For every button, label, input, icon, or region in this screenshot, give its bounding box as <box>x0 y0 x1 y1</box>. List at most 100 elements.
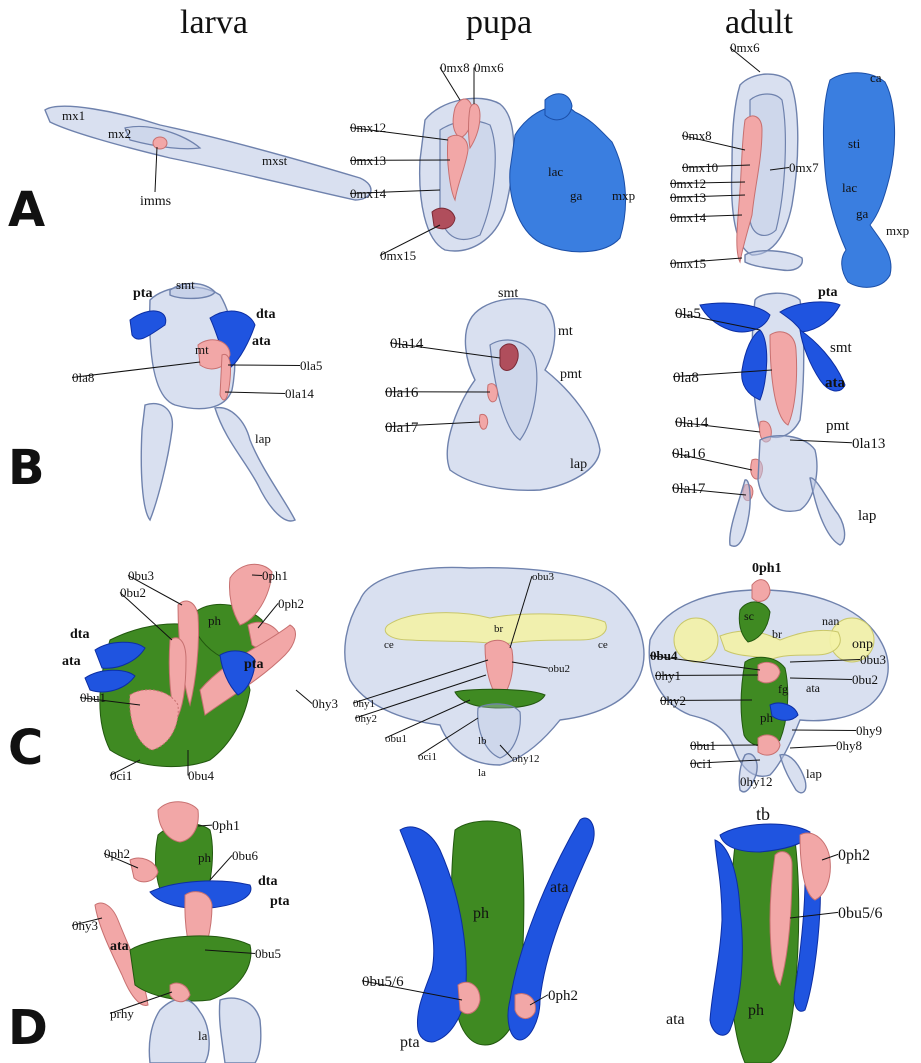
label-a-pupa-1: 0mx6 <box>474 60 504 75</box>
label-d-larva-3: 0bu6 <box>232 848 259 863</box>
label-b-adult-3: 0la8 <box>673 370 699 386</box>
label-d-adult-0: tb <box>756 804 770 824</box>
label-b-larva-8: lap <box>255 431 271 446</box>
label-d-pupa-4: pta <box>400 1034 420 1051</box>
label-c-adult-12: ph <box>760 710 774 725</box>
label-b-larva-7: 0la14 <box>285 386 314 401</box>
label-b-pupa-4: 0la16 <box>385 385 419 401</box>
label-b-larva-5: 0la8 <box>72 370 94 385</box>
label-d-pupa-0: ph <box>473 905 489 922</box>
label-c-larva-9: 0hy3 <box>312 696 338 711</box>
label-b-pupa-5: 0la17 <box>385 420 419 436</box>
label-a-adult-10: ga <box>856 206 869 221</box>
label-a-adult-12: 0mx15 <box>670 256 706 271</box>
label-b-larva-3: ata <box>252 334 271 349</box>
adult-ata-left <box>742 330 767 400</box>
adult-lap-right <box>810 478 845 545</box>
label-c-adult-1: sc <box>744 609 754 623</box>
leader-line <box>296 690 312 703</box>
larva-0ph2-d-muscle <box>130 858 158 882</box>
label-b-pupa-1: mt <box>558 324 573 339</box>
larva-imms-muscle <box>153 137 167 149</box>
adult-0ph1-muscle <box>752 580 770 602</box>
label-c-adult-0: 0ph1 <box>752 561 782 576</box>
label-a-adult-0: 0mx6 <box>730 40 760 55</box>
label-a-adult-9: lac <box>842 180 857 195</box>
label-d-larva-5: pta <box>270 894 289 909</box>
label-c-pupa-3: ce <box>598 639 608 651</box>
label-d-larva-0: 0ph1 <box>212 819 240 834</box>
label-c-adult-7: 0hy1 <box>655 668 681 683</box>
label-a-larva-3: imms <box>140 194 171 209</box>
label-d-larva-1: 0ph2 <box>104 846 130 861</box>
label-c-pupa-6: 0hy2 <box>355 713 377 725</box>
label-a-pupa-6: lac <box>548 164 563 179</box>
label-a-pupa-0: 0mx8 <box>440 60 470 75</box>
label-b-adult-9: 0la17 <box>672 481 706 497</box>
label-a-pupa-3: 0mx13 <box>350 153 386 168</box>
label-b-larva-4: mt <box>195 342 209 357</box>
label-d-adult-1: 0ph2 <box>838 847 870 864</box>
label-c-larva-0: 0ph1 <box>262 568 288 583</box>
label-c-larva-1: 0bu3 <box>128 568 154 583</box>
label-d-larva-10: la <box>198 1028 208 1043</box>
label-c-adult-11: 0hy2 <box>660 693 686 708</box>
label-d-adult-4: ph <box>748 1002 764 1019</box>
label-a-larva-0: mx1 <box>62 108 85 123</box>
label-d-larva-9: prhy <box>110 1006 134 1021</box>
label-d-adult-3: ata <box>666 1011 685 1028</box>
label-c-pupa-1: br <box>494 623 504 635</box>
label-c-larva-2: 0bu2 <box>120 585 146 600</box>
label-c-adult-14: 0bu1 <box>690 738 716 753</box>
label-b-larva-2: dta <box>256 307 275 322</box>
leader-line <box>225 392 285 393</box>
label-b-adult-7: 0la13 <box>852 436 885 452</box>
label-c-adult-17: 0hy12 <box>740 774 773 789</box>
pupa-galea <box>510 106 626 252</box>
adult-0bu1-muscle <box>758 735 780 755</box>
label-c-pupa-8: oci1 <box>418 751 437 763</box>
label-c-adult-18: lap <box>806 766 822 781</box>
label-c-larva-10: 0ci1 <box>110 768 132 783</box>
label-a-adult-7: 0mx13 <box>670 190 706 205</box>
label-b-pupa-3: pmt <box>560 367 582 382</box>
larva-lap-left <box>141 404 172 520</box>
label-c-larva-11: 0bu4 <box>188 768 215 783</box>
larva-maxilla <box>45 106 371 200</box>
pupa-0la16-muscle <box>488 384 498 402</box>
label-c-adult-5: 0bu4 <box>650 648 678 663</box>
label-c-pupa-10: ohy12 <box>512 753 540 765</box>
label-d-larva-8: 0bu5 <box>255 946 281 961</box>
label-a-pupa-4: 0mx14 <box>350 186 387 201</box>
label-c-adult-16: 0ci1 <box>690 756 712 771</box>
label-a-pupa-7: ga <box>570 188 583 203</box>
label-c-adult-8: fg <box>778 682 788 696</box>
adult-optic-lobe-left <box>674 618 718 662</box>
label-c-larva-5: dta <box>70 627 89 642</box>
label-a-adult-5: 0mx7 <box>789 160 819 175</box>
label-d-larva-2: ph <box>198 850 212 865</box>
label-a-adult-11: mxp <box>886 223 909 238</box>
adult-lap-left <box>730 480 750 546</box>
label-c-adult-10: 0bu2 <box>852 672 878 687</box>
label-d-pupa-3: 0ph2 <box>548 988 578 1004</box>
label-d-adult-2: 0bu5/6 <box>838 905 882 922</box>
label-a-adult-4: 0mx10 <box>682 160 718 175</box>
label-d-pupa-2: 0bu5/6 <box>362 974 404 990</box>
label-b-pupa-6: lap <box>570 457 587 472</box>
label-a-pupa-5: 0mx15 <box>380 248 416 263</box>
adult-pmt <box>758 436 817 512</box>
larva-pharynx-plate-d <box>130 936 251 1001</box>
label-b-larva-0: pta <box>133 286 152 301</box>
pupa-0la17-muscle <box>479 414 487 429</box>
pupa-lacinia-tip <box>545 94 572 120</box>
label-c-larva-7: pta <box>244 657 263 672</box>
label-a-adult-3: sti <box>848 136 861 151</box>
adult-stipes <box>823 73 894 288</box>
label-b-adult-8: 0la16 <box>672 446 706 462</box>
label-c-larva-3: ph <box>208 613 222 628</box>
label-d-larva-4: dta <box>258 874 277 889</box>
label-c-pupa-9: lb <box>478 735 487 747</box>
